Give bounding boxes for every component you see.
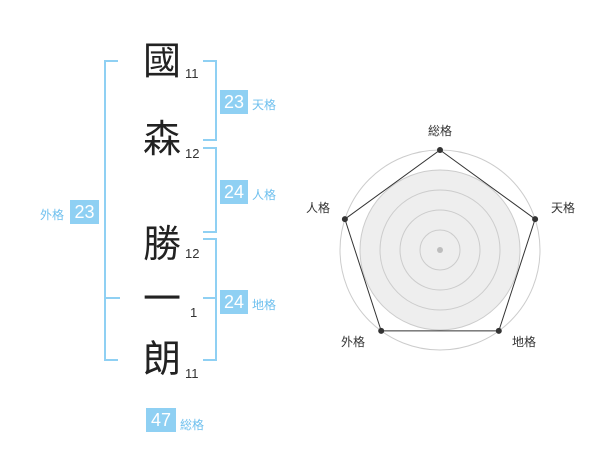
- gaikaku-bracket: [104, 60, 118, 361]
- radar-axis-label-chikaku: 地格: [512, 334, 536, 349]
- radar-series-polygon: [344, 149, 536, 332]
- stroke-count-3: 12: [185, 246, 200, 261]
- gaikaku-label: 外格: [40, 208, 65, 222]
- tenkaku-bracket: [203, 60, 217, 141]
- gaikaku-badge: 23: [70, 200, 99, 224]
- name-char-1: 國: [142, 39, 181, 83]
- chikaku-divider-tick: [203, 297, 217, 299]
- name-char-4: 一: [142, 277, 181, 321]
- tenkaku-badge: 23: [220, 90, 248, 114]
- radar-grid-ring: [399, 209, 481, 291]
- radar-axis-label-tenkaku: 天格: [551, 200, 575, 215]
- soukaku-label: 総格: [180, 418, 205, 432]
- radar-point-4: [341, 216, 348, 223]
- radar-axis-label-jinkaku: 人格: [306, 200, 330, 215]
- stroke-count-2: 12: [185, 146, 200, 161]
- jinkaku-bracket: [203, 147, 217, 233]
- name-char-2: 森: [142, 117, 181, 161]
- name-char-5: 朗: [142, 337, 181, 381]
- gaikaku-divider-tick: [104, 297, 120, 299]
- radar-point-1: [532, 216, 539, 223]
- chikaku-bracket: [203, 238, 217, 361]
- chikaku-badge: 24: [220, 290, 248, 314]
- name-char-3: 勝: [142, 222, 181, 266]
- stroke-count-5: 11: [185, 366, 199, 381]
- radar-point-3: [378, 327, 385, 334]
- chikaku-label: 地格: [252, 298, 277, 312]
- radar-axis-label-soukaku: 総格: [428, 123, 452, 138]
- stroke-count-1: 11: [185, 66, 199, 81]
- stroke-count-4: 1: [190, 305, 198, 320]
- jinkaku-badge: 24: [220, 180, 248, 204]
- radar-point-0: [437, 147, 443, 153]
- radar-grid-ring: [419, 229, 461, 271]
- radar-point-2: [495, 327, 502, 334]
- jinkaku-label: 人格: [252, 188, 277, 202]
- soukaku-badge: 47: [146, 408, 176, 432]
- radar-points: [341, 147, 539, 334]
- tenkaku-label: 天格: [252, 98, 277, 112]
- radar-grid-ring: [379, 189, 501, 311]
- radar-axis-label-gaikaku: 外格: [341, 334, 365, 349]
- radar-center-dot: [437, 247, 443, 253]
